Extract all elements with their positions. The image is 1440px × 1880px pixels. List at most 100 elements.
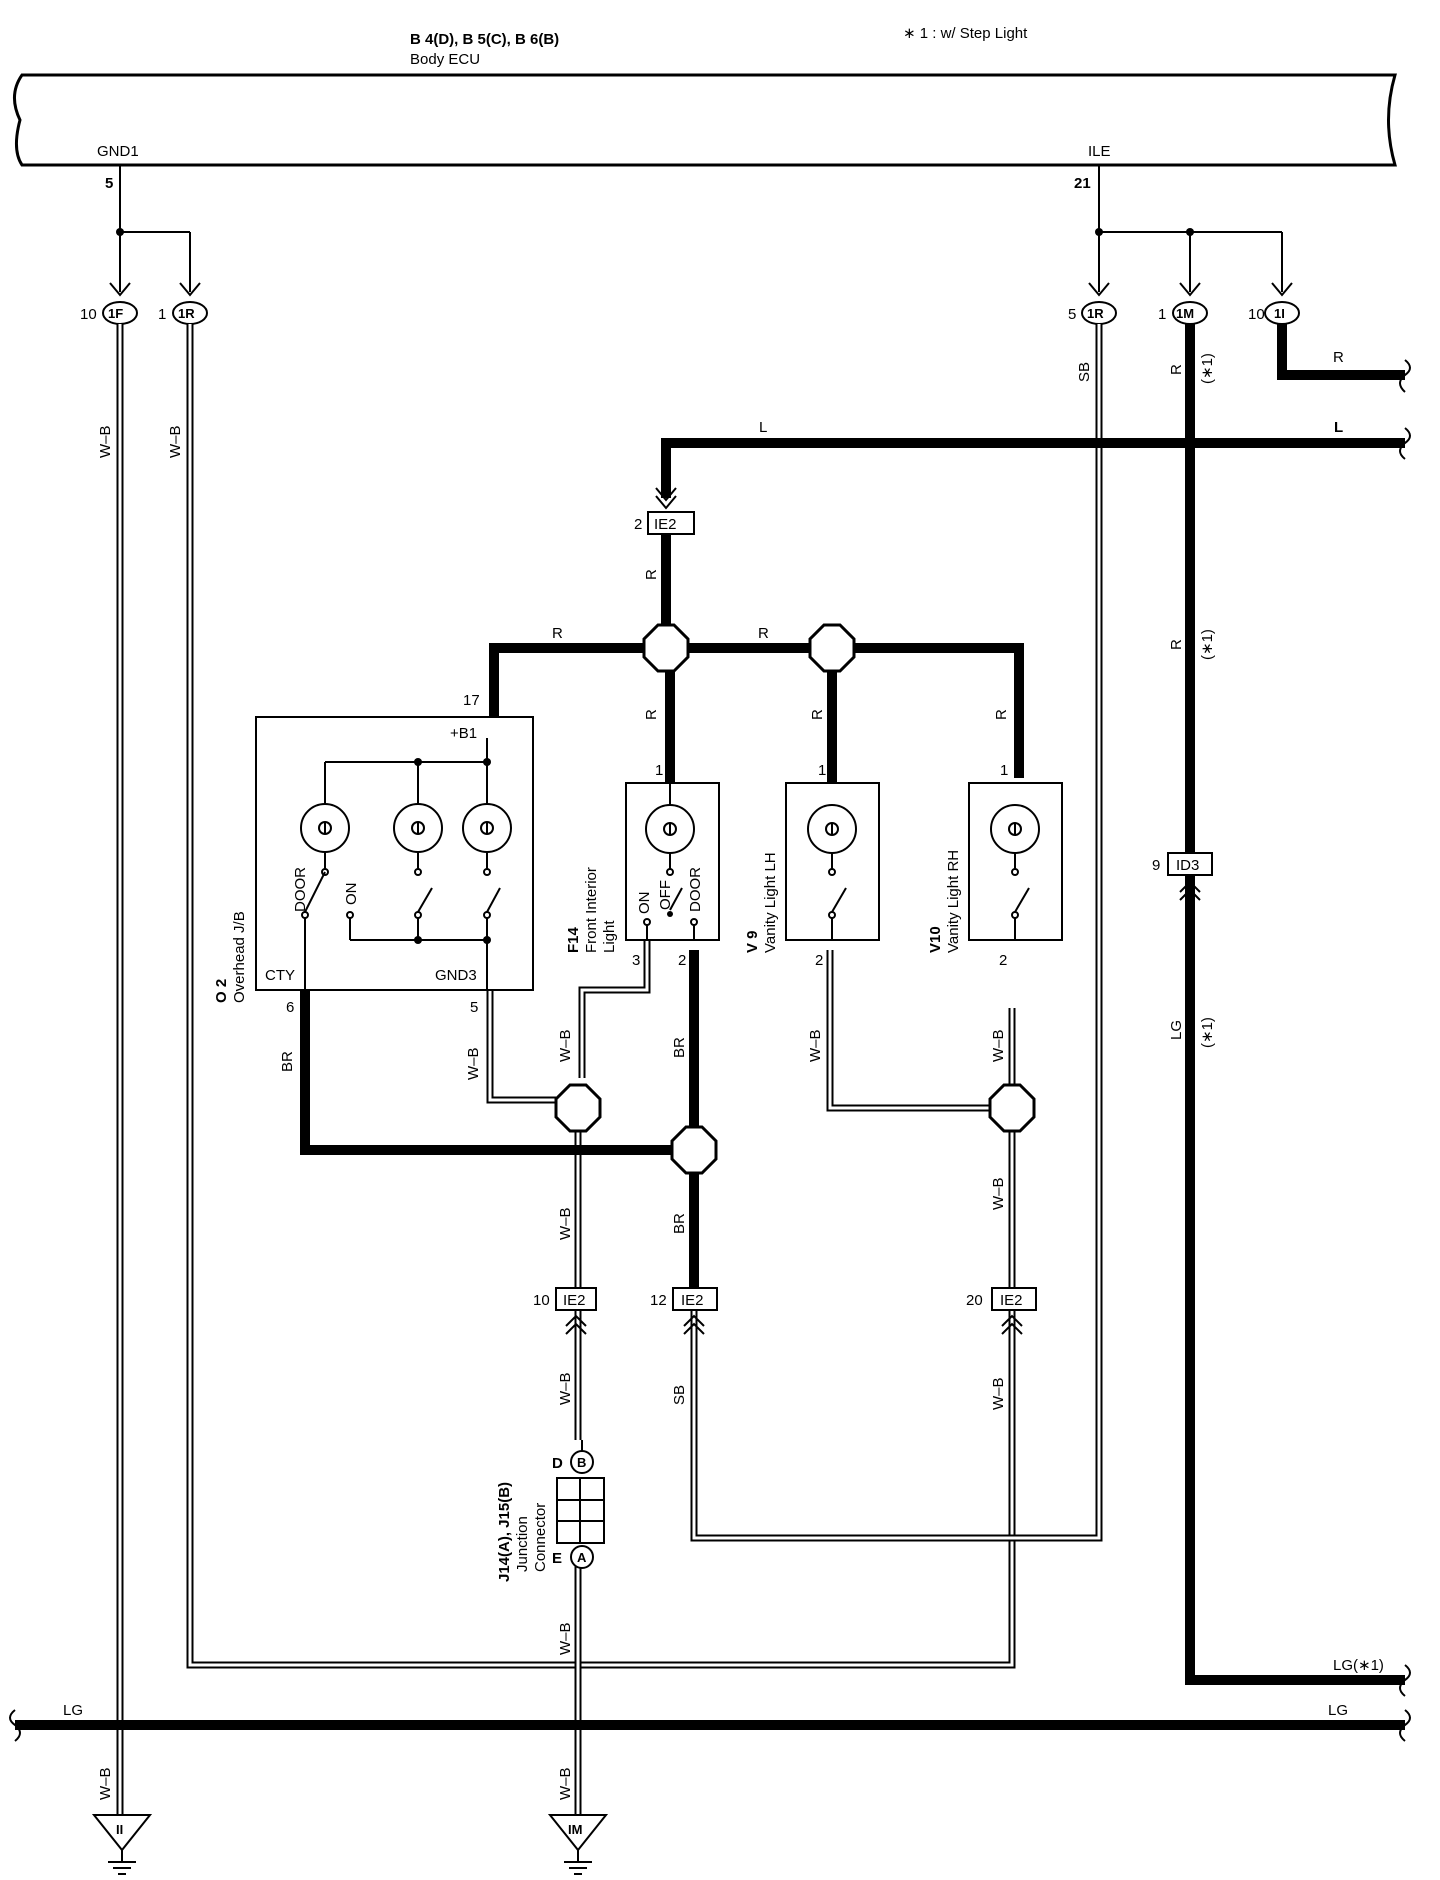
junction-1r-right-name: 1R	[1087, 306, 1104, 321]
wire-l	[661, 438, 1405, 498]
label-br: BR	[279, 1051, 296, 1072]
overhead-pin17: 17	[463, 692, 480, 709]
connector-id3: ID3 9	[1152, 852, 1213, 901]
jc-name1: Junction	[514, 1516, 531, 1572]
vanity-rh-pin1: 1	[1000, 762, 1008, 779]
label-sb: SB	[1076, 362, 1093, 382]
ecu-name-label: Body ECU	[410, 51, 480, 68]
ground-ii-icon: II	[91, 1814, 153, 1875]
label-wb: W–B	[167, 425, 184, 458]
label-wb: W–B	[557, 1207, 574, 1240]
ie2-b-pin: 12	[650, 1292, 667, 1309]
splice-r-center	[642, 623, 690, 673]
label-wb: W–B	[557, 1767, 574, 1800]
label-r: R	[809, 709, 826, 720]
splice-wb-right	[988, 1083, 1036, 1133]
label-star1: (∗1)	[1199, 1017, 1216, 1048]
label-lg: LG	[1168, 1020, 1185, 1040]
junction-1i-pin: 10	[1248, 306, 1265, 323]
ie2-c-name: IE2	[1000, 1292, 1023, 1309]
vanity-lh-code: V 9	[744, 930, 761, 953]
vanity-lh-pin2: 2	[815, 952, 823, 969]
label-wb: W–B	[990, 1029, 1007, 1062]
overhead-pin6: 6	[286, 999, 294, 1016]
front-light-code: F14	[565, 926, 582, 953]
wire-wb-overhead-gnd	[486, 990, 556, 1104]
label-wb: W–B	[557, 1622, 574, 1655]
label-l: L	[759, 419, 767, 436]
overhead-pin5: 5	[470, 999, 478, 1016]
junction-1f-name: 1F	[108, 306, 123, 321]
label-br: BR	[671, 1213, 688, 1234]
junction-1r-right: 1R 5	[1068, 301, 1117, 325]
ie2-a-name: IE2	[563, 1292, 586, 1309]
ecu-ile-pin: 21	[1074, 175, 1091, 192]
front-interior-light: 1 3 2 ON OFF DOOR F14 Front Interior Lig…	[565, 762, 720, 969]
ie2-c-pin: 20	[966, 1292, 983, 1309]
connector-ie2-a: IE2 10	[533, 1287, 597, 1335]
id3-name: ID3	[1176, 857, 1199, 874]
label-r: R	[758, 625, 769, 642]
jc-pin-d: D	[552, 1455, 563, 1472]
front-light-name1: Front Interior	[583, 867, 600, 953]
body-ecu-block: B 4(D), B 5(C), B 6(B) Body ECU ∗ 1 : w/…	[13, 25, 1397, 192]
junction-1m-pin: 1	[1158, 306, 1166, 323]
vanity-light-rh: 1 2 V10 Vanity Light RH	[927, 762, 1063, 969]
junction-1r-left-pin: 1	[158, 306, 166, 323]
wire-wb-vanity-lh	[826, 950, 990, 1112]
front-light-pin1: 1	[655, 762, 663, 779]
junction-connector: B D A E J14(A), J15(B) Junction Connecto…	[496, 1440, 605, 1582]
label-r: R	[643, 569, 660, 580]
overhead-on-label: ON	[343, 883, 360, 906]
label-lg: LG	[1328, 1702, 1348, 1719]
thick-wires	[15, 324, 1405, 1730]
junction-1i: 1I 10	[1248, 301, 1300, 325]
junction-1m: 1M 1	[1158, 301, 1208, 325]
ecu-gnd1-pin: 5	[105, 175, 113, 192]
jc-name2: Connector	[532, 1503, 549, 1572]
label-r: R	[643, 709, 660, 720]
label-wb: W–B	[990, 1177, 1007, 1210]
overhead-code-label: O 2	[213, 979, 230, 1003]
overhead-gnd3-label: GND3	[435, 967, 477, 984]
wire-lg-step	[1185, 875, 1405, 1685]
ecu-gnd1-label: GND1	[97, 143, 139, 160]
front-light-pin3: 3	[632, 952, 640, 969]
junction-1m-name: 1M	[1176, 306, 1194, 321]
connector-ie2-b: IE2 12	[650, 1287, 718, 1335]
vanity-lh-name: Vanity Light LH	[762, 852, 779, 953]
overhead-door-label: DOOR	[292, 867, 309, 912]
label-r: R	[1168, 364, 1185, 375]
vanity-rh-code: V10	[927, 926, 944, 953]
ground-im-icon: IM	[547, 1814, 609, 1875]
wire-r-1i	[1277, 324, 1405, 380]
front-light-off-label: OFF	[657, 880, 674, 910]
front-light-pin2: 2	[678, 952, 686, 969]
vanity-rh-pin2: 2	[999, 952, 1007, 969]
jc-pin-e: E	[552, 1550, 562, 1567]
splice-br	[670, 1125, 718, 1175]
label-wb: W–B	[990, 1377, 1007, 1410]
ie2-a-pin: 10	[533, 1292, 550, 1309]
label-wb: W–B	[557, 1372, 574, 1405]
front-light-door-label: DOOR	[687, 867, 704, 912]
overhead-b1-label: +B1	[450, 725, 477, 742]
label-wb: W–B	[807, 1029, 824, 1062]
ground-ii-label: II	[116, 1822, 123, 1837]
striped-wires	[116, 324, 1103, 1815]
wire-color-labels: W–B W–B SB R (∗1) R (∗1) LG (∗1) R R R R…	[63, 349, 1384, 1800]
ground-im-label: IM	[568, 1822, 582, 1837]
label-r: R	[552, 625, 563, 642]
front-light-on-label: ON	[636, 892, 653, 915]
overhead-jb: +B1 17 CTY GND3 6 5	[213, 692, 534, 1016]
label-l: L	[1334, 419, 1343, 436]
wire-wavy-ends	[9, 359, 1411, 1742]
ecu-branch-wires	[109, 165, 1293, 297]
label-br: BR	[671, 1037, 688, 1058]
label-star1: (∗1)	[1199, 353, 1216, 384]
connector-ie2-c: IE2 20	[966, 1287, 1037, 1335]
overhead-name-label: Overhead J/B	[231, 911, 248, 1003]
junction-1f: 1F 10	[80, 301, 138, 325]
label-wb: W–B	[97, 425, 114, 458]
